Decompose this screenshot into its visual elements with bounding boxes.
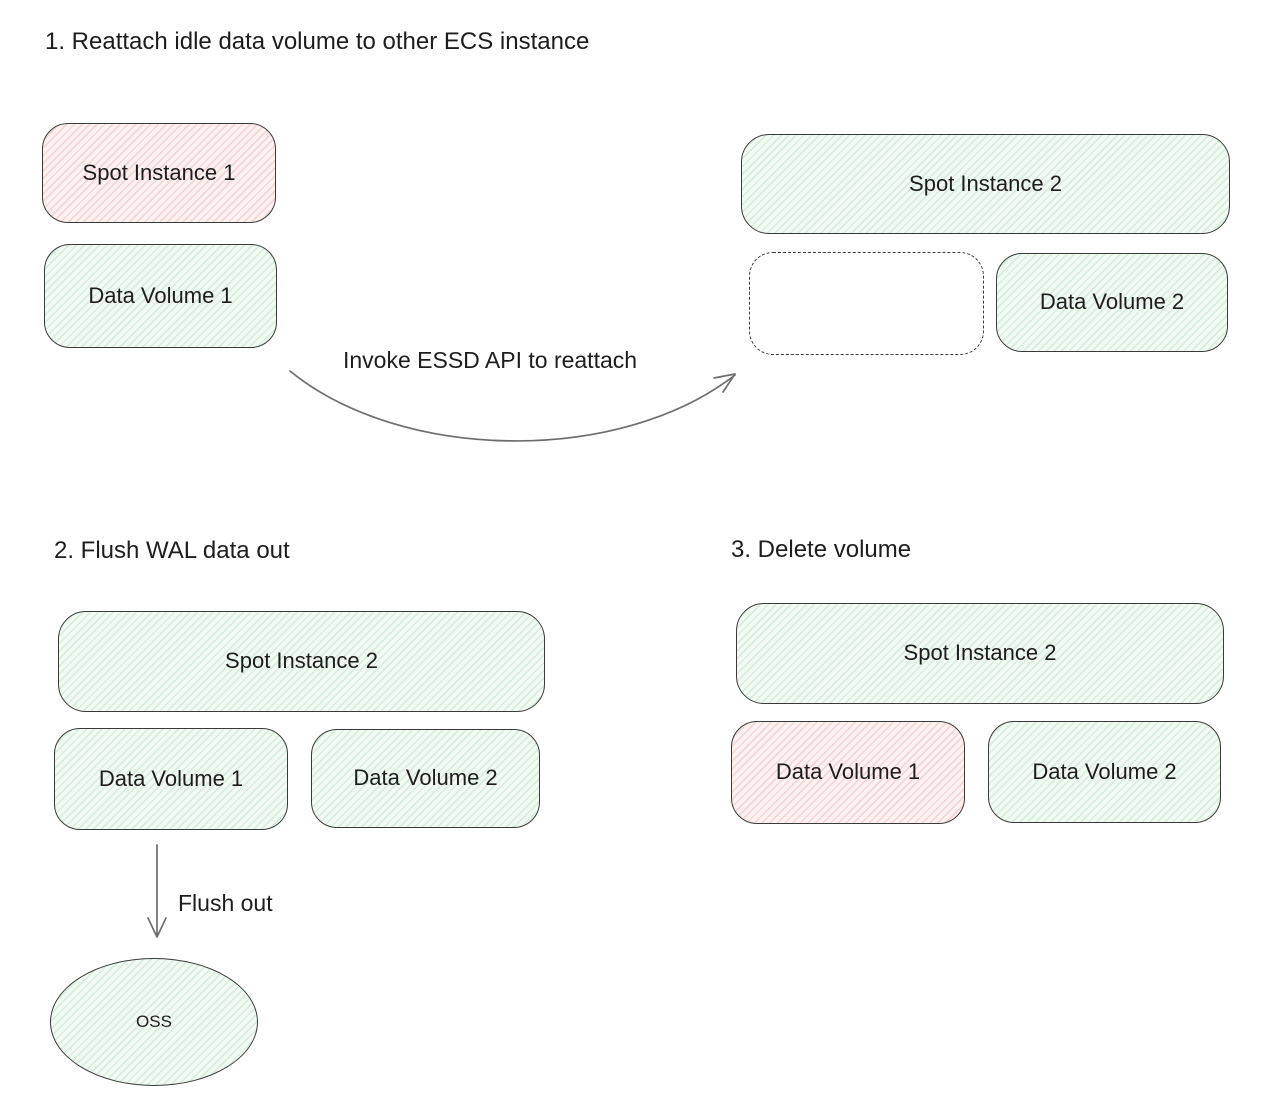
step2-spot-instance-2-box: Spot Instance 2 — [58, 611, 545, 712]
step1-data-volume-1-label: Data Volume 1 — [88, 282, 233, 308]
step2-data-volume-1-box: Data Volume 1 — [54, 728, 288, 830]
step1-spot-instance-1-label: Spot Instance 1 — [82, 159, 236, 185]
step1-spot-instance-1-box: Spot Instance 1 — [42, 123, 276, 223]
step3-data-volume-2-label: Data Volume 2 — [1032, 758, 1177, 784]
flush-out-arrowhead-icon — [147, 917, 167, 938]
reattach-arrowhead-icon — [713, 373, 736, 393]
step3-data-volume-1-label: Data Volume 1 — [775, 759, 921, 785]
step2-data-volume-1-label: Data Volume 1 — [98, 765, 244, 791]
step2-oss-ellipse: OSS — [50, 958, 258, 1086]
step1-title: 1. Reattach idle data volume to other EC… — [45, 28, 590, 55]
step2-data-volume-2-box: Data Volume 2 — [311, 729, 540, 828]
step1-data-volume-1-box: Data Volume 1 — [44, 244, 277, 348]
step2-title: 2. Flush WAL data out — [54, 537, 290, 564]
step3-spot-instance-2-box: Spot Instance 2 — [736, 603, 1224, 704]
step3-title: 3. Delete volume — [731, 536, 912, 563]
flush-out-arrow-label: Flush out — [178, 890, 273, 916]
step2-oss-label: OSS — [136, 1011, 172, 1031]
step2-data-volume-2-label: Data Volume 2 — [353, 765, 498, 791]
step3-data-volume-2-box: Data Volume 2 — [988, 721, 1221, 823]
reattach-arrow-label: Invoke ESSD API to reattach — [343, 347, 638, 373]
step1-spot-instance-2-box: Spot Instance 2 — [741, 134, 1230, 234]
step1-data-volume-2-label: Data Volume 2 — [1039, 289, 1185, 315]
step3-data-volume-1-box: Data Volume 1 — [731, 721, 965, 824]
step1-data-volume-2-box: Data Volume 2 — [996, 253, 1228, 352]
reattach-arrow — [289, 370, 736, 442]
step2-spot-instance-2-label: Spot Instance 2 — [225, 648, 378, 674]
step1-spot-instance-2-label: Spot Instance 2 — [909, 170, 1062, 196]
step3-spot-instance-2-label: Spot Instance 2 — [903, 640, 1057, 666]
step1-empty-volume-slot — [749, 252, 984, 355]
